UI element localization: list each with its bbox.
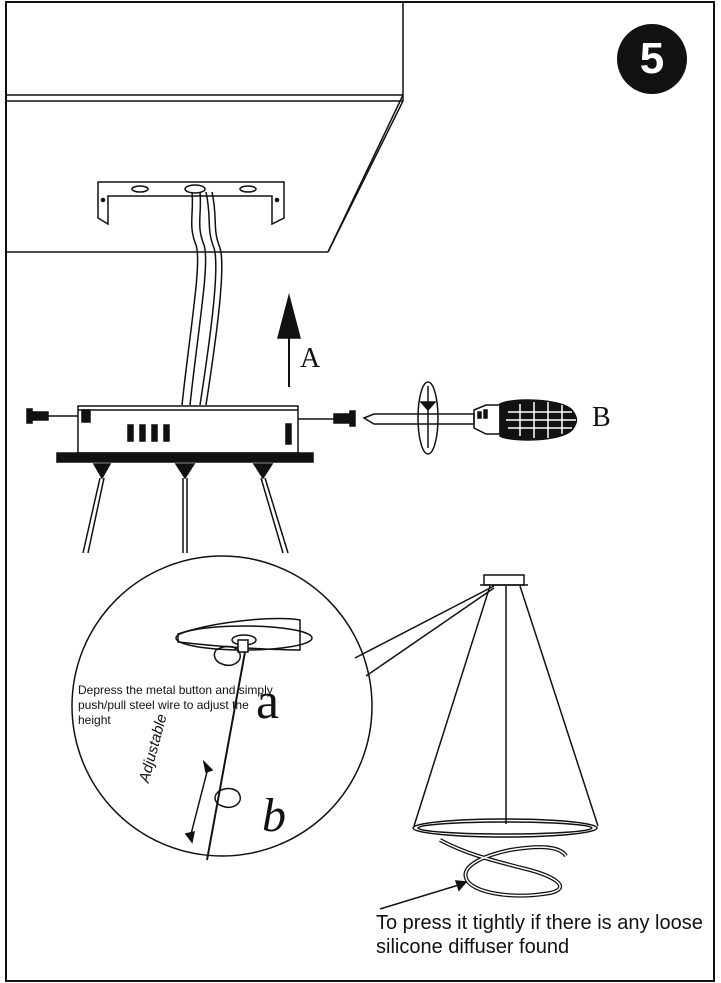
step-number-badge: 5 [617, 24, 687, 94]
adjust-height-instruction: Depress the metal button and simply push… [78, 683, 273, 727]
screw-left-icon [26, 408, 78, 424]
screwdriver-b-label: B [592, 402, 611, 433]
screwdriver-icon [362, 381, 578, 455]
detail-callout [71, 555, 495, 861]
detail-a-label: a [256, 673, 280, 730]
suspension-wires [82, 463, 289, 554]
detail-b-label: b [262, 789, 286, 842]
arrow-a-label: A [300, 343, 321, 374]
arrow-a [277, 293, 301, 387]
canopy-box [56, 405, 314, 463]
mounting-bracket [97, 181, 285, 226]
power-wires [181, 191, 223, 406]
diffuser-note: To press it tightly if there is any loos… [376, 912, 703, 958]
screw-right-icon [298, 410, 356, 427]
pendant-lamp [379, 574, 599, 910]
ceiling [6, 2, 404, 253]
